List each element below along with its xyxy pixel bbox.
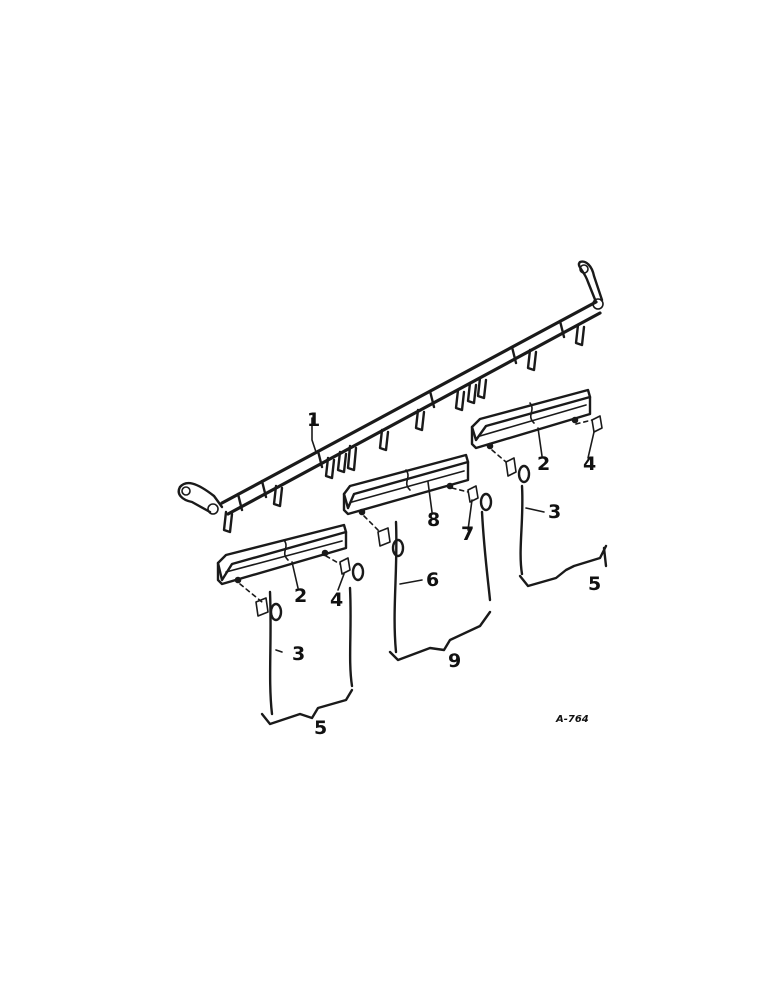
callout-5-right: 5 — [588, 573, 601, 595]
callout-9: 9 — [448, 650, 461, 672]
callout-6: 6 — [426, 569, 439, 591]
right-mounting-bar — [470, 388, 592, 450]
fasteners — [239, 415, 603, 622]
shaft-assembly — [177, 260, 604, 534]
callout-8: 8 — [427, 509, 440, 531]
hanger-clips — [222, 323, 586, 534]
callout-3-left: 3 — [292, 643, 305, 665]
callout-1: 1 — [307, 409, 320, 431]
leader-lines — [275, 417, 595, 653]
callout-2-right: 2 — [537, 453, 550, 475]
callout-4-right: 4 — [583, 453, 596, 475]
callout-7: 7 — [461, 523, 474, 545]
middle-mounting-bar — [342, 453, 470, 516]
figure-id: A-764 — [555, 714, 589, 725]
callout-4-left: 4 — [330, 589, 343, 611]
callout-3-right: 3 — [548, 501, 561, 523]
left-mounting-bar — [216, 523, 348, 586]
callout-labels: 1 2 2 3 3 4 4 5 5 6 7 8 9 — [292, 409, 601, 739]
group-brackets — [260, 544, 608, 726]
callout-2-left: 2 — [294, 585, 307, 607]
flaps — [268, 484, 608, 716]
callout-5-left: 5 — [314, 717, 327, 739]
